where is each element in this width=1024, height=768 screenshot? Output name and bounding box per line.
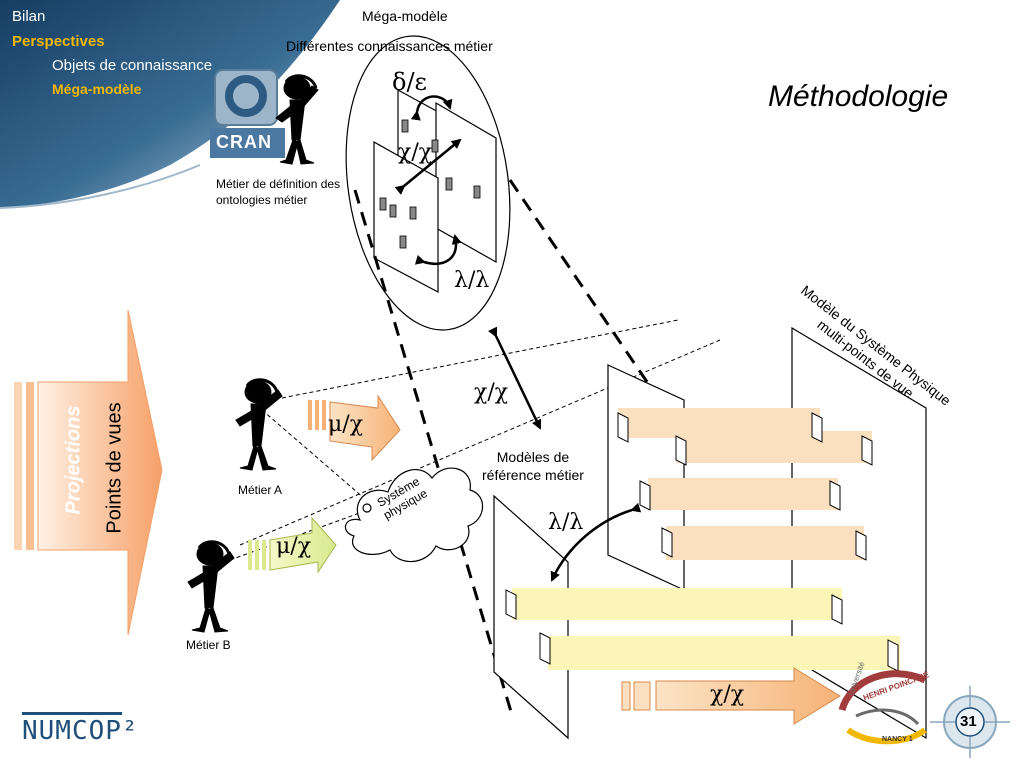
- figure-a: [235, 378, 283, 471]
- subtitle: Différentes connaissances métier: [286, 38, 493, 54]
- cran-logo-text: CRAN: [216, 132, 272, 152]
- numcop-logo: NUMCOP²: [22, 716, 139, 746]
- relation-mu-chi-b: μ/χ: [276, 534, 312, 559]
- reference-lambda-arrow: [550, 502, 642, 582]
- ontology-ellipse: [345, 35, 511, 331]
- physical-system-cloud: [344, 467, 484, 563]
- yellow-strips: [512, 588, 900, 670]
- relation-mu-chi-a: μ/χ: [328, 412, 364, 437]
- relation-chi-chi-mid: χ/χ: [474, 380, 509, 405]
- mu-chi-arrow-b: [248, 516, 337, 574]
- system-anchor-point: [362, 503, 372, 513]
- projections-band: [14, 309, 163, 636]
- ontology-planes: [373, 88, 497, 293]
- figure-ontology: [275, 74, 319, 165]
- reference-models-label: Modèles de référence métier: [482, 448, 584, 484]
- bottom-chi-arrow: [621, 667, 841, 725]
- mu-chi-arrow-a: [308, 394, 401, 462]
- ontology-to-reference-arrow: [488, 326, 542, 430]
- yellow-strip-ends: [505, 589, 899, 672]
- nav-item-bilan[interactable]: Bilan: [12, 8, 46, 25]
- relation-lambda-mid: λ/λ: [548, 510, 584, 535]
- nav-item-perspectives[interactable]: Perspectives: [12, 33, 105, 50]
- cran-logo: [210, 69, 285, 158]
- points-de-vues-label: Points de vues: [103, 402, 126, 534]
- actor-a-label: Métier A: [238, 483, 283, 497]
- relation-chi-chi-top: χ/χ: [398, 140, 433, 165]
- nav-item-mega-modele[interactable]: Méga-modèle: [52, 81, 142, 97]
- ontology-arrows: [394, 95, 462, 265]
- relation-delta-epsilon: δ/ε: [392, 68, 427, 96]
- actor-b-label: Métier B: [186, 638, 231, 652]
- nav-item-objets[interactable]: Objets de connaissance: [52, 57, 213, 74]
- top-label: Méga-modèle: [362, 8, 448, 24]
- university-stamp: [838, 670, 927, 745]
- actor-ontology-label: Métier de définition des ontologies méti…: [216, 177, 341, 207]
- relation-lambda-top: λ/λ: [454, 268, 490, 293]
- page-number-badge: [930, 686, 1010, 758]
- orange-strip-ends: [617, 412, 873, 561]
- relation-chi-chi-bottom: χ/χ: [710, 682, 745, 707]
- reference-models-line2: référence métier: [482, 467, 584, 483]
- numcop-logo-mark: [22, 712, 122, 715]
- reference-models-line1: Modèles de: [496, 449, 570, 465]
- header-banner: [0, 0, 340, 209]
- stamp-line3: NANCY 1: [882, 736, 913, 743]
- orange-strips: [618, 408, 872, 560]
- page-number: 31: [960, 713, 977, 730]
- projections-label: Projections: [62, 405, 85, 515]
- page-title: Méthodologie: [768, 80, 949, 113]
- figure-b: [187, 540, 235, 633]
